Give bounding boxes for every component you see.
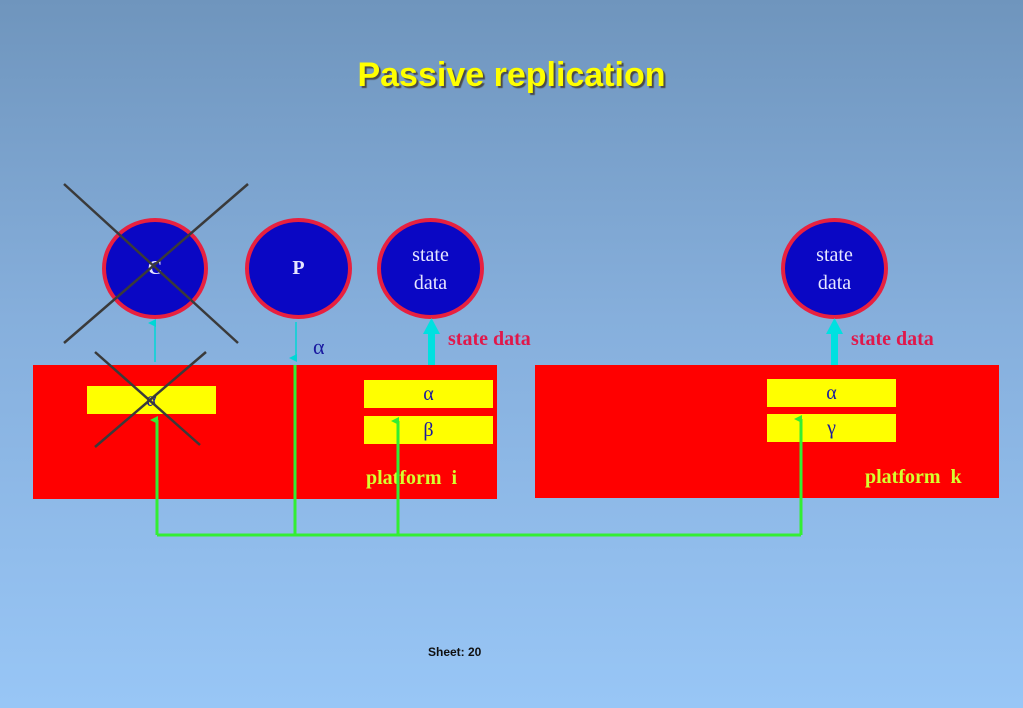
client-failure-cross (63, 183, 249, 344)
state-arrow-i (423, 318, 440, 365)
primary-process-circle: P (245, 218, 352, 319)
platform-k-slot-gamma: γ (767, 414, 896, 442)
platform-i-slot-beta: β (364, 416, 493, 444)
state-circle-i-line2: data (413, 271, 448, 294)
platform-i-slot-alpha: α (364, 380, 493, 408)
slot-failure-cross (94, 351, 207, 448)
sheet-number: Sheet: 20 (428, 645, 482, 659)
request-alpha-label: α (313, 334, 325, 359)
platform-i-label: platform i (366, 467, 458, 489)
platform-k-label: platform k (865, 466, 962, 488)
state-data-circle-k: state data (781, 218, 888, 319)
reply-bus (150, 365, 803, 537)
primary-label: P (292, 257, 305, 279)
state-circle-k-line2: data (817, 271, 852, 294)
state-data-circle-i: state data (377, 218, 484, 319)
state-circle-i-line1: state (412, 243, 449, 266)
slide-title: Passive replication (357, 56, 666, 94)
platform-k-slot-alpha: α (767, 379, 896, 407)
state-data-label-k: state data (851, 328, 934, 350)
state-circle-k-line1: state (816, 243, 853, 266)
state-arrow-k (826, 318, 843, 365)
state-data-label-i: state data (448, 328, 531, 350)
